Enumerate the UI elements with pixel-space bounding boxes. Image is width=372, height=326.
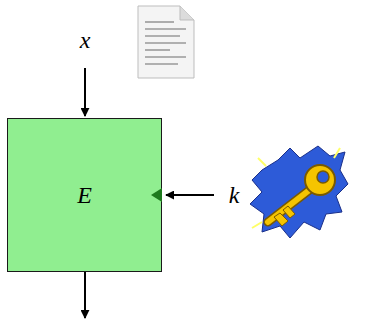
input-arrow: [84, 68, 86, 116]
signal-name: x: [80, 27, 91, 53]
box-label: E: [77, 183, 92, 207]
key-arrow: [166, 194, 214, 196]
output-arrow: [84, 272, 86, 318]
process-box: E: [7, 118, 162, 272]
signal-name: k: [229, 182, 240, 208]
key-icon: [250, 146, 348, 238]
signal-label: x: [80, 28, 91, 52]
document-icon: [138, 6, 194, 78]
signal-label: k: [229, 183, 240, 207]
